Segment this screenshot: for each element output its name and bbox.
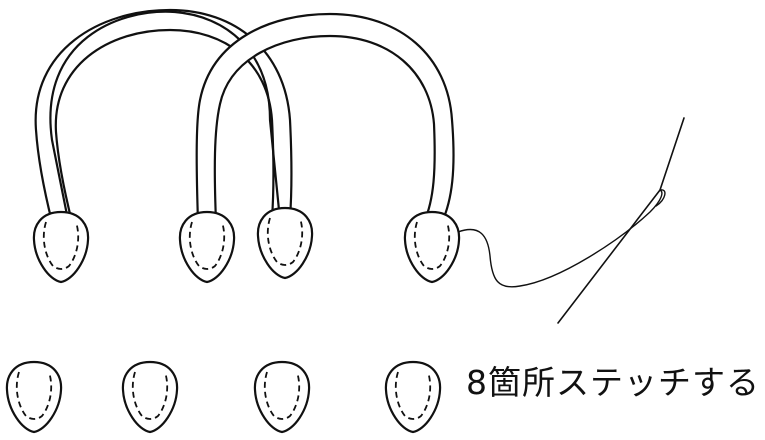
leather-tab bbox=[403, 210, 461, 284]
leather-tab bbox=[256, 206, 314, 280]
stitch-instruction-caption: 8箇所ステッチする bbox=[466, 363, 760, 402]
bag-handle-right bbox=[195, 12, 455, 224]
loose-tabs-row bbox=[5, 360, 442, 434]
leather-tab bbox=[5, 360, 63, 434]
leather-tab bbox=[384, 360, 442, 434]
bag-handle-left bbox=[34, 8, 293, 224]
leather-tab bbox=[32, 210, 90, 284]
handle-tabs-attached bbox=[32, 206, 461, 284]
leather-tab bbox=[253, 360, 311, 434]
leather-tab bbox=[178, 210, 236, 284]
leather-tab bbox=[121, 360, 179, 434]
needle-and-thread bbox=[457, 117, 685, 324]
